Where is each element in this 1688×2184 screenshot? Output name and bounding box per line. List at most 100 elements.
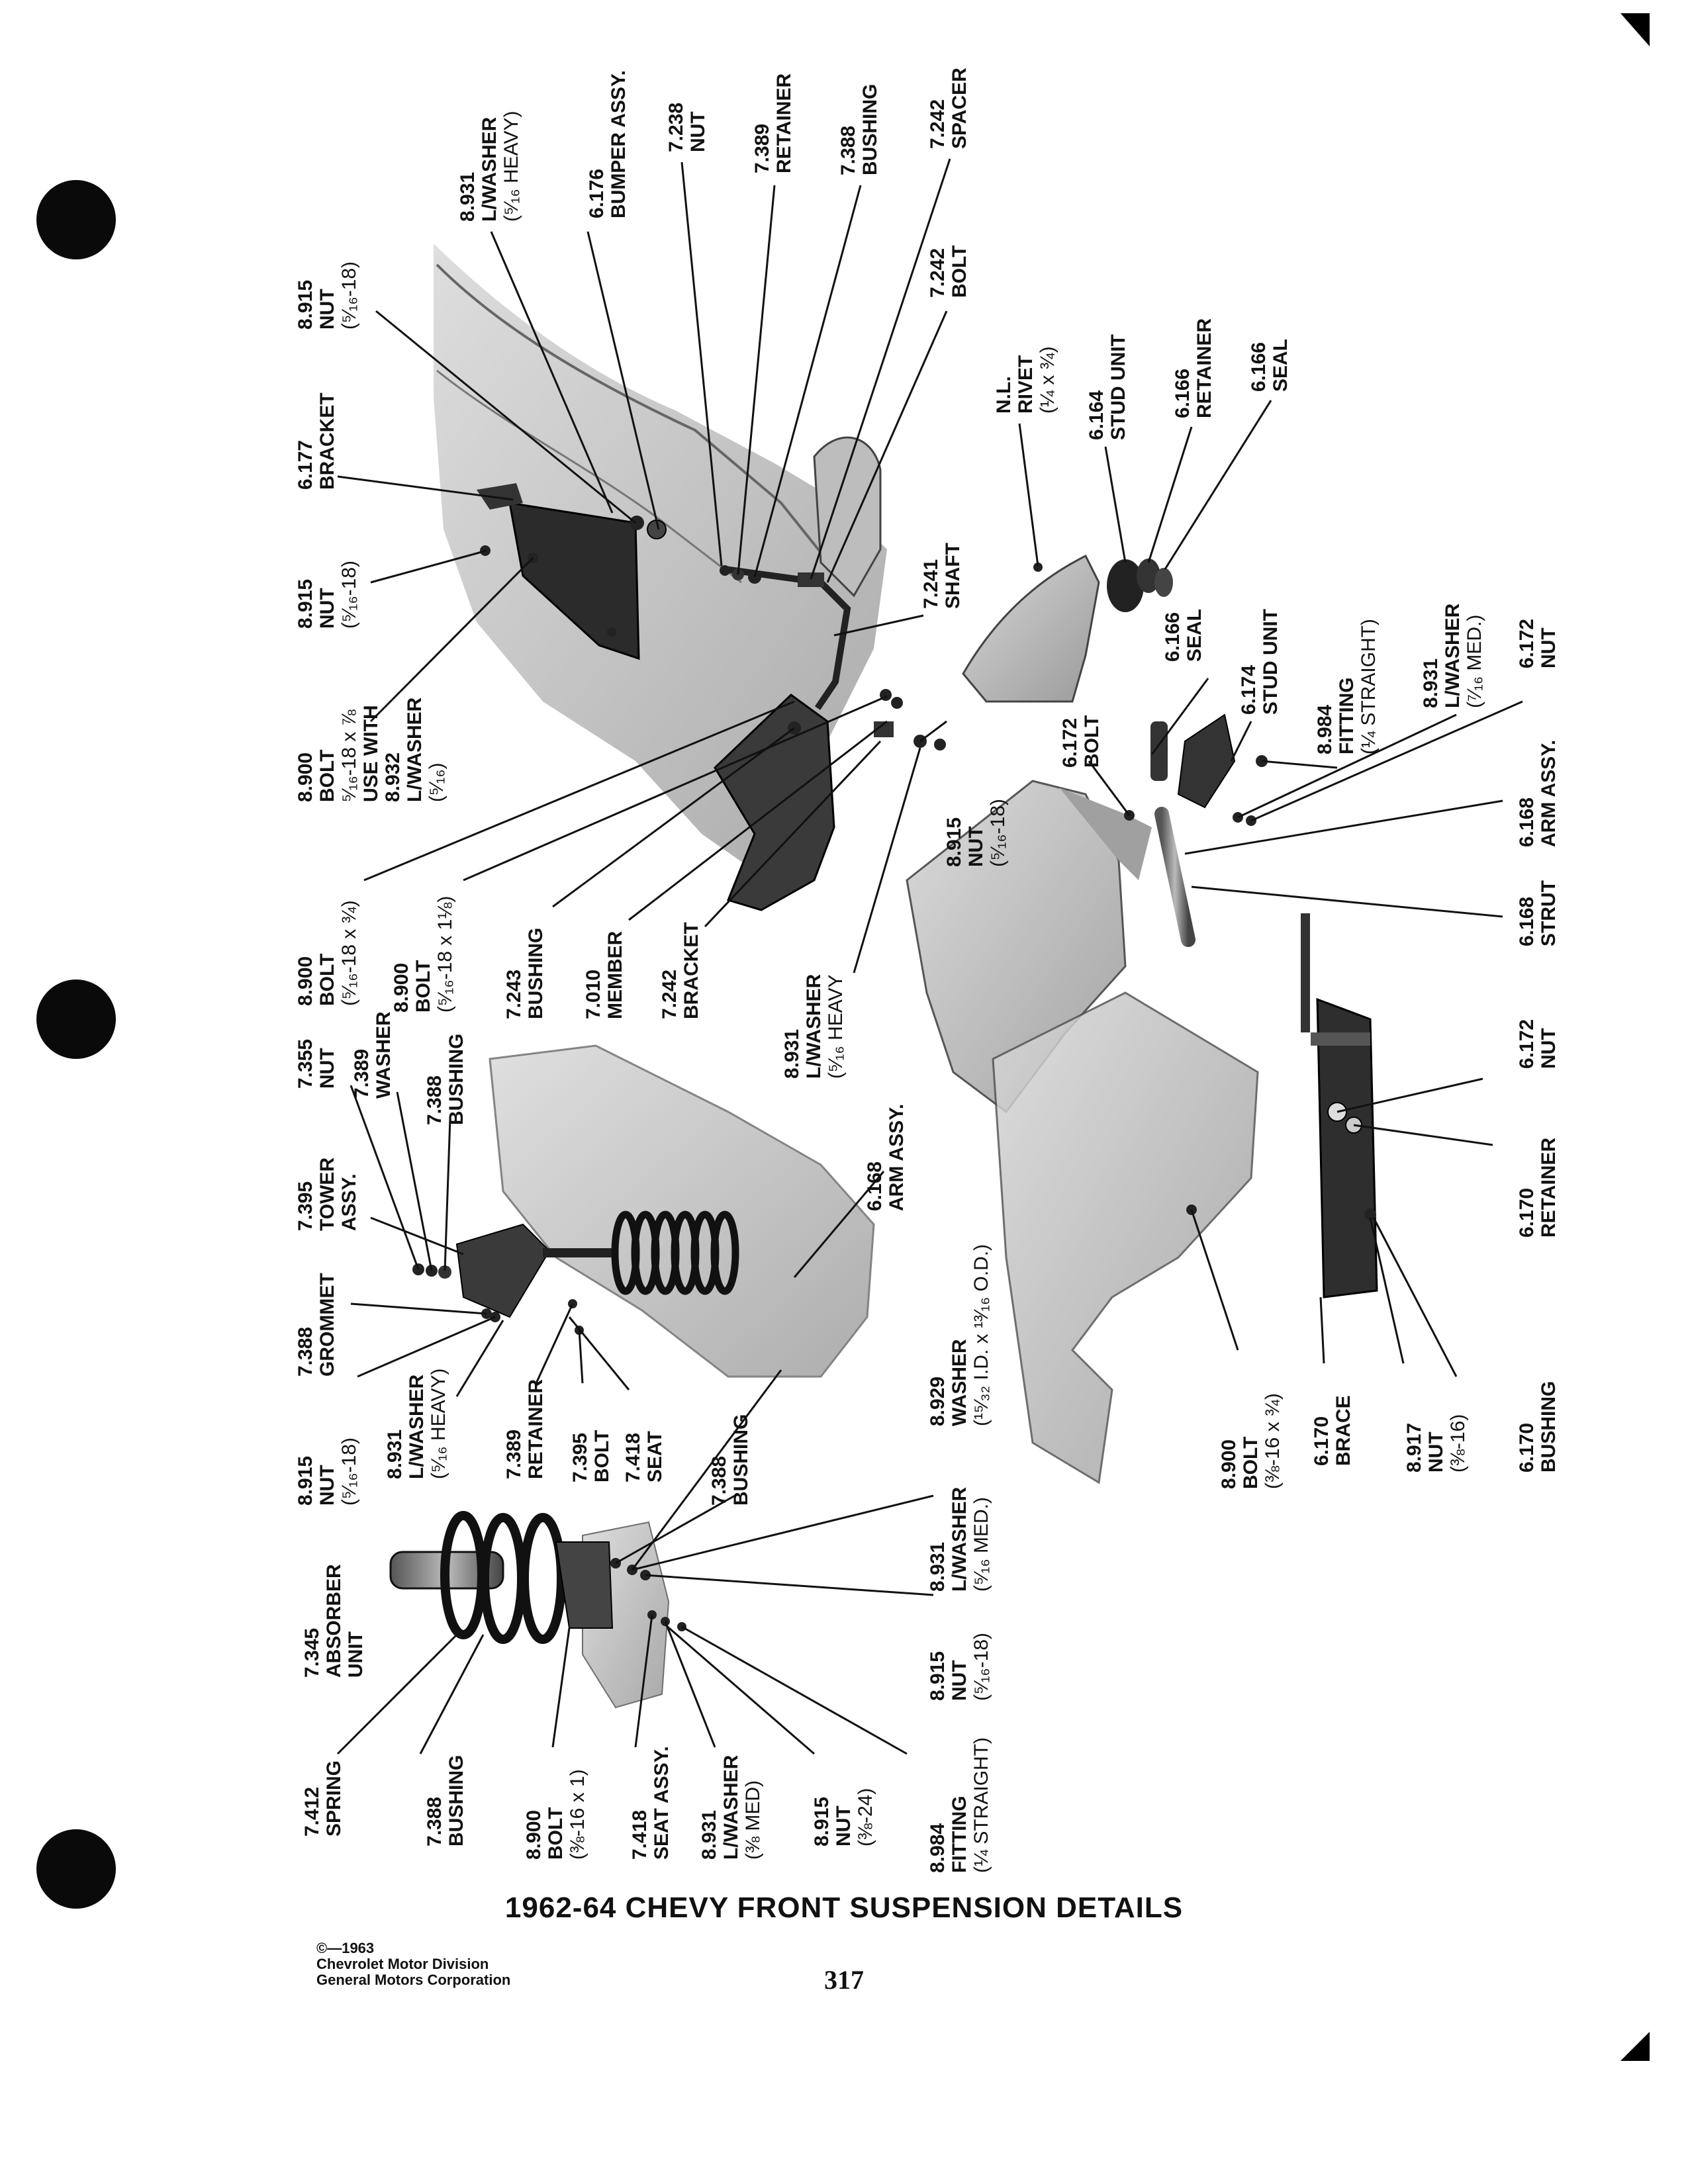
part-number: 6.168 bbox=[864, 1161, 886, 1211]
part-number: 7.241 bbox=[920, 559, 942, 609]
frame-mount bbox=[813, 436, 882, 598]
part-name: SEAL bbox=[1270, 338, 1291, 392]
part-name: BUSHING bbox=[445, 1033, 467, 1125]
part-number: 6.168 bbox=[1516, 797, 1538, 847]
part-name: NUT bbox=[949, 1660, 970, 1701]
part-spec: (⁵⁄₁₆-18) bbox=[987, 798, 1009, 867]
copyright-line: ©—1963 bbox=[316, 1940, 375, 1956]
part-number: 7.242 bbox=[659, 969, 680, 1019]
copyright-block: ©—1963 Chevrolet Motor Division General … bbox=[316, 1940, 510, 1988]
part-number: 8.900 bbox=[295, 752, 316, 802]
part-spec: (⁵⁄₁₆ HEAVY bbox=[825, 974, 847, 1079]
part-number: 6.170 bbox=[1311, 1416, 1333, 1466]
part-number: 8.915 bbox=[927, 1651, 949, 1701]
part-number: 7.388 bbox=[708, 1455, 730, 1506]
stud-unit-part bbox=[1107, 559, 1144, 612]
part-number: 8.931 bbox=[927, 1541, 949, 1592]
part-name: STUD UNIT bbox=[1260, 609, 1282, 715]
part-name: BRACKET bbox=[316, 392, 338, 490]
part-number: 6.177 bbox=[295, 439, 316, 490]
arm-assembly-drawing bbox=[906, 713, 1268, 1114]
part-number-2: 8.932 bbox=[382, 752, 404, 802]
part-name: L/WASHER bbox=[1442, 603, 1464, 708]
brace-part bbox=[1316, 997, 1378, 1298]
bushing-part bbox=[438, 1265, 451, 1279]
part-number: 8.915 bbox=[811, 1796, 833, 1846]
part-name: SHAFT bbox=[942, 543, 964, 609]
part-number: 8.931 bbox=[1420, 658, 1442, 708]
strut-rod bbox=[1154, 807, 1196, 947]
part-spec: (⁷⁄₁₆ MED.) bbox=[1464, 614, 1485, 708]
part-number: N.L. bbox=[993, 376, 1015, 414]
arm-end bbox=[962, 554, 1100, 703]
part-name: RETAINER bbox=[773, 73, 795, 173]
part-name: TOWER bbox=[316, 1157, 338, 1231]
part-number: 7.395 bbox=[569, 1432, 591, 1482]
part-spec: ASSY. bbox=[338, 1173, 360, 1231]
rivet-part bbox=[1033, 563, 1043, 572]
part-number: 7.243 bbox=[503, 969, 525, 1019]
part-spec: (⁵⁄₁₆-18) bbox=[970, 1632, 992, 1701]
part-spec: (⁵⁄₁₆-18 x ¾) bbox=[338, 900, 360, 1006]
part-name: NUT bbox=[1538, 1028, 1560, 1069]
page-title: 1962-64 CHEVY FRONT SUSPENSION DETAILS bbox=[504, 1891, 1184, 1924]
coil-spring bbox=[611, 1210, 739, 1295]
member-part bbox=[714, 694, 835, 911]
part-name: ABSORBER bbox=[323, 1564, 345, 1678]
stud-unit-part bbox=[1177, 713, 1236, 809]
part-name: WASHER bbox=[949, 1339, 970, 1426]
part-spec: (⁵⁄₁₆-18) bbox=[338, 1437, 360, 1506]
part-name: BRACE bbox=[1333, 1395, 1354, 1466]
part-number: 7.388 bbox=[424, 1075, 445, 1125]
punch-hole-bottom bbox=[36, 1829, 116, 1909]
part-spec: (⅜-24) bbox=[855, 1788, 876, 1846]
part-name: BOLT bbox=[949, 245, 970, 298]
part-spec: (⁵⁄₁₆ MED.) bbox=[970, 1497, 992, 1592]
part-number: 7.388 bbox=[424, 1796, 445, 1846]
part-spec: (⁵⁄₁₆) bbox=[426, 762, 447, 802]
part-name: SEAL bbox=[1184, 608, 1205, 662]
part-name: L/WASHER bbox=[406, 1374, 428, 1479]
part-number: 8.915 bbox=[943, 817, 965, 867]
part-number: 8.915 bbox=[295, 279, 316, 330]
part-spec: (⁵⁄₁₆-18 x 1⅛) bbox=[434, 895, 456, 1013]
part-name: BOLT bbox=[591, 1430, 613, 1482]
shaft-part bbox=[543, 1248, 616, 1257]
frame-rail bbox=[992, 991, 1259, 1484]
part-name: NUT bbox=[965, 826, 987, 867]
part-name: BUSHING bbox=[1538, 1381, 1560, 1473]
corner-mark-bottom-right bbox=[1620, 2032, 1650, 2061]
seal-part bbox=[1150, 721, 1168, 781]
part-spec: (⅜-16 x 1) bbox=[567, 1769, 588, 1860]
part-name: RIVET bbox=[1015, 355, 1037, 414]
